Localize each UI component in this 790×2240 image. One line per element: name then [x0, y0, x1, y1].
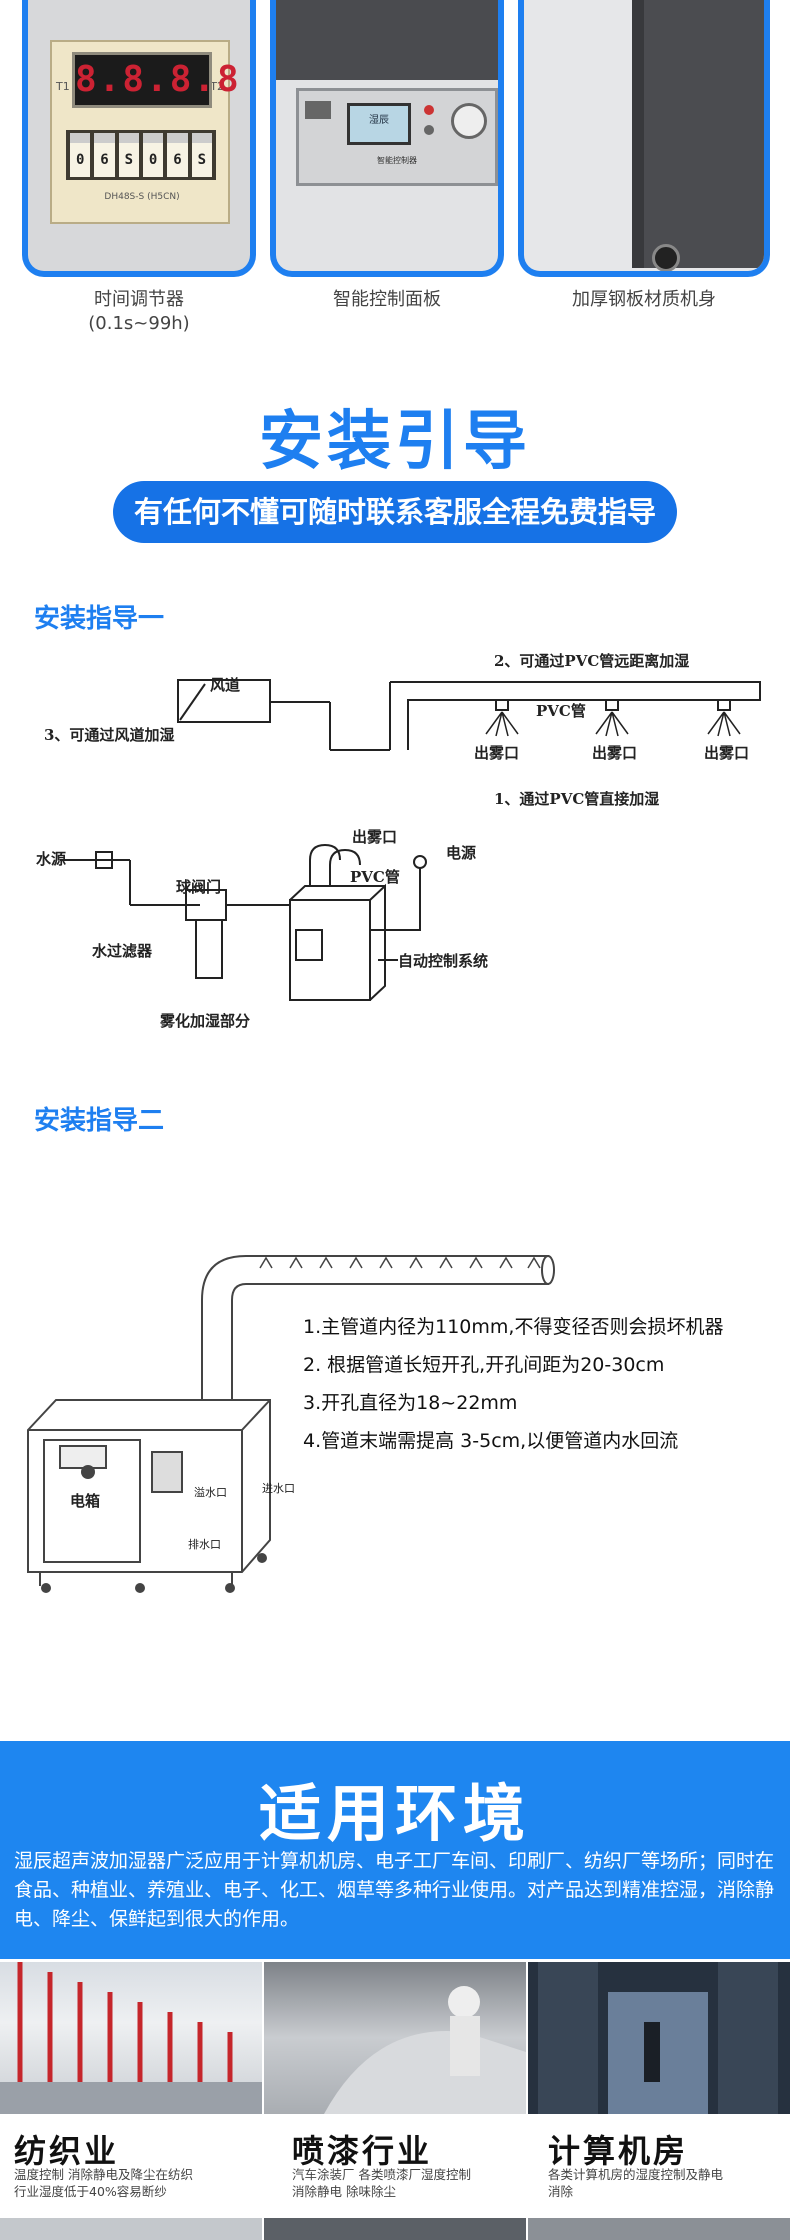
label-outlet-1: 出雾口	[474, 744, 520, 762]
install-note-1: 1.主管道内径为110mm,不得变径否则会损坏机器	[303, 1316, 724, 1338]
industry-title-textile: 纺织业	[14, 2132, 120, 2170]
feature-caption-timer: 时间调节器 (0.1s~99h)	[22, 288, 256, 336]
timer-digit: 6	[94, 133, 115, 177]
label-auto-control: 自动控制系统	[398, 952, 489, 970]
label-pvc-direct: 1、通过PVC管直接加湿	[494, 790, 660, 808]
power-indicator-icon	[424, 105, 434, 115]
label-pvc-pipe: PVC管	[536, 702, 586, 720]
atomizer-machine-shape	[289, 899, 371, 1001]
air-duct-shape	[177, 679, 271, 723]
next-photo-3	[528, 2218, 790, 2240]
install-note-3: 3.开孔直径为18~22mm	[303, 1392, 518, 1414]
spray-painting-photo	[264, 1962, 526, 2114]
next-photo-1	[0, 2218, 262, 2240]
timer-t1-label: T1	[56, 80, 70, 93]
label-drain: 排水口	[188, 1538, 221, 1551]
label-atomizer: 雾化加湿部分	[160, 1012, 251, 1030]
industry-desc-line: 消除静电 除味除尘	[292, 2184, 396, 2199]
support-banner: 有任何不懂可随时联系客服全程免费指导	[113, 481, 677, 543]
timer-image: T1 T2 8.8.8.8 0 6 S 0 6 S DH48S-S (H5CN)	[50, 40, 239, 224]
install-note-2: 2. 根据管道长短开孔,开孔间距为20-30cm	[303, 1354, 665, 1376]
caption-line: (0.1s~99h)	[88, 313, 190, 334]
timer-digit: 0	[70, 133, 91, 177]
label-inlet: 进水口	[262, 1482, 295, 1495]
install-note-4: 4.管道末端需提高 3-5cm,以便管道内水回流	[303, 1430, 679, 1452]
timer-card: T1 T2 8.8.8.8 0 6 S 0 6 S DH48S-S (H5CN)	[22, 0, 256, 277]
industry-title-painting: 喷漆行业	[292, 2132, 433, 2170]
gauge-icon	[451, 103, 487, 139]
timer-t2-label: T2	[210, 80, 224, 93]
cabinet-card	[518, 0, 770, 277]
industry-desc-line: 行业湿度低于40%容易断纱	[14, 2184, 167, 2199]
industry-title-computer-room: 计算机房	[548, 2132, 689, 2170]
feature-caption-panel: 智能控制面板	[333, 289, 441, 310]
industry-desc-line: 温度控制 消除静电及降尘在纺织	[14, 2167, 193, 2182]
next-photo-2	[264, 2218, 526, 2240]
label-water-filter: 水过滤器	[92, 942, 153, 960]
environment-description: 湿辰超声波加湿器广泛应用于计算机机房、电子工厂车间、印刷厂、纺织厂等场所；同时在…	[14, 1850, 775, 1930]
power-box-icon	[81, 1465, 95, 1479]
water-filter-shape	[195, 919, 223, 979]
label-power: 电源	[446, 844, 477, 862]
label-outlet-top: 出雾口	[352, 828, 398, 846]
label-outlet-2: 出雾口	[592, 744, 638, 762]
caption-line: 时间调节器	[94, 289, 184, 310]
panel-card: 湿辰 智能控制器	[270, 0, 504, 277]
guide1-title: 安装指导一	[34, 604, 165, 634]
label-ball-valve: 球阀门	[176, 878, 222, 896]
industry-desc-textile: 温度控制 消除静电及降尘在纺织 行业湿度低于40%容易断纱	[14, 2166, 193, 2200]
timer-model: DH48S-S (H5CN)	[104, 192, 180, 202]
timer-digit-wheels: 0 6 S 0 6 S	[66, 130, 216, 180]
panel-button-icon	[424, 125, 434, 135]
feature-caption-cabinet: 加厚钢板材质机身	[572, 289, 716, 310]
industry-desc-line: 消除	[548, 2184, 574, 2199]
timer-digit: S	[191, 133, 212, 177]
label-pvc-far: 2、可通过PVC管远距离加湿	[494, 652, 690, 670]
label-water-source: 水源	[36, 850, 67, 868]
industry-desc-computer-room: 各类计算机房的湿度控制及静电 消除	[548, 2166, 723, 2200]
pvc-pipe-top	[390, 681, 761, 750]
computer-room-photo	[528, 1962, 790, 2114]
timer-digit: 0	[142, 133, 164, 177]
timer-digit: S	[118, 133, 139, 177]
label-overflow: 溢水口	[194, 1486, 227, 1499]
label-electric-box: 电箱	[70, 1492, 101, 1510]
environment-title: 适用环境	[258, 1777, 531, 1850]
label-outlet-3: 出雾口	[704, 744, 750, 762]
caster-wheel-icon	[652, 244, 680, 271]
steel-cabinet-image	[644, 0, 764, 268]
label-pvc-pipe-2: PVC管	[350, 868, 400, 886]
install-diagram-1	[60, 679, 761, 1001]
textile-photo	[0, 1962, 262, 2114]
control-panel-image: 湿辰 智能控制器	[296, 88, 498, 186]
guide2-title: 安装指导二	[34, 1106, 165, 1136]
timer-lcd: 8.8.8.8	[72, 52, 239, 108]
environment-banner: 适用环境 湿辰超声波加湿器广泛应用于计算机机房、电子工厂车间、印刷厂、纺织厂等场…	[0, 1741, 790, 1959]
install-diagram-2	[27, 1255, 555, 1593]
industry-desc-painting: 汽车涂装厂 各类喷漆厂湿度控制 消除静电 除味除尘	[292, 2166, 471, 2200]
timer-digit: 6	[167, 133, 188, 177]
label-duct-note: 3、可通过风道加湿	[44, 726, 175, 744]
industry-desc-line: 汽车涂装厂 各类喷漆厂湿度控制	[292, 2167, 471, 2182]
label-duct: 风道	[210, 676, 241, 694]
install-title: 安装引导	[259, 405, 531, 479]
panel-screen: 湿辰	[347, 103, 411, 145]
panel-label: 智能控制器	[377, 156, 417, 165]
brand-logo	[305, 101, 331, 119]
industry-desc-line: 各类计算机房的湿度控制及静电	[548, 2167, 724, 2182]
